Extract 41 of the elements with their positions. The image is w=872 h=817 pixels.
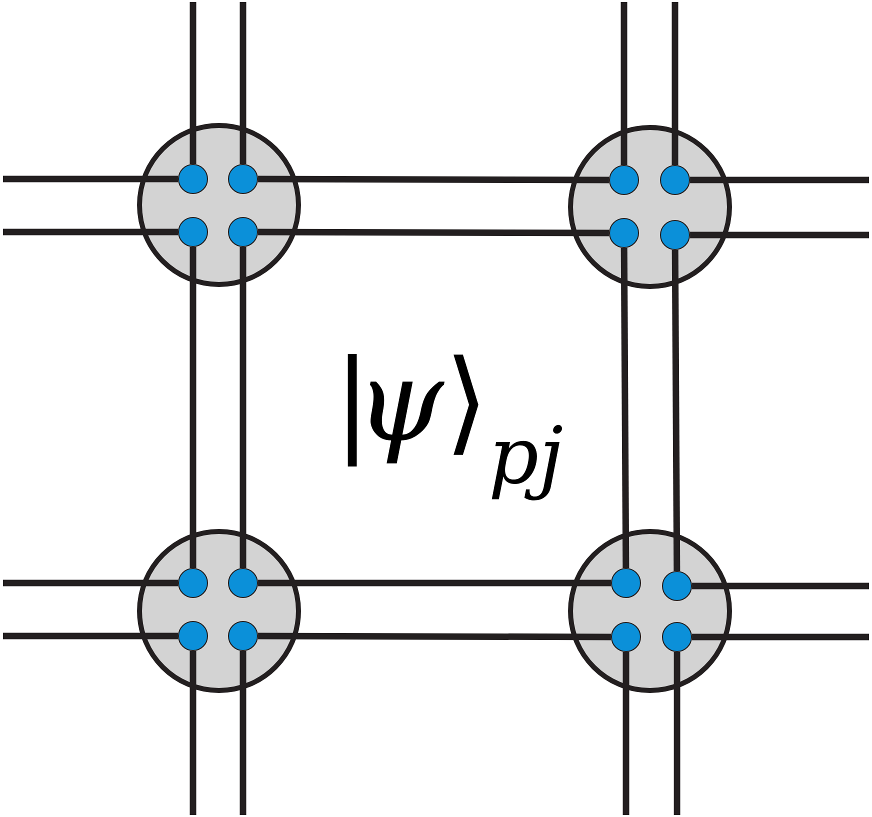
line [620, 2, 628, 165]
dot [178, 620, 208, 652]
line [258, 632, 611, 640]
line [3, 228, 178, 236]
line [674, 652, 680, 815]
line [690, 232, 869, 238]
math-label: |ψ⟩$_{pj}$ [348, 354, 562, 500]
dot [662, 570, 692, 602]
dot [178, 164, 208, 194]
dot [608, 164, 640, 196]
dot [228, 568, 258, 598]
line [3, 176, 178, 182]
line [672, 2, 678, 165]
line [258, 176, 609, 184]
line [190, 2, 196, 164]
line [3, 632, 178, 640]
dot [228, 620, 258, 652]
dot [228, 164, 258, 194]
dot [660, 164, 690, 196]
line [240, 2, 246, 164]
line [190, 651, 196, 815]
line [258, 580, 611, 586]
dot [660, 220, 690, 250]
dot [662, 622, 692, 652]
dot [178, 568, 208, 598]
dot [228, 216, 258, 248]
line [672, 250, 680, 571]
line [692, 582, 869, 590]
line [690, 176, 869, 184]
line [240, 651, 246, 815]
line [622, 652, 630, 815]
line [620, 248, 630, 568]
dot [178, 216, 208, 248]
dot [610, 568, 642, 598]
line [3, 580, 178, 586]
dot [608, 218, 640, 248]
line [692, 634, 869, 640]
dot [610, 622, 642, 652]
line [258, 228, 609, 236]
line [240, 247, 246, 568]
line [190, 247, 196, 568]
